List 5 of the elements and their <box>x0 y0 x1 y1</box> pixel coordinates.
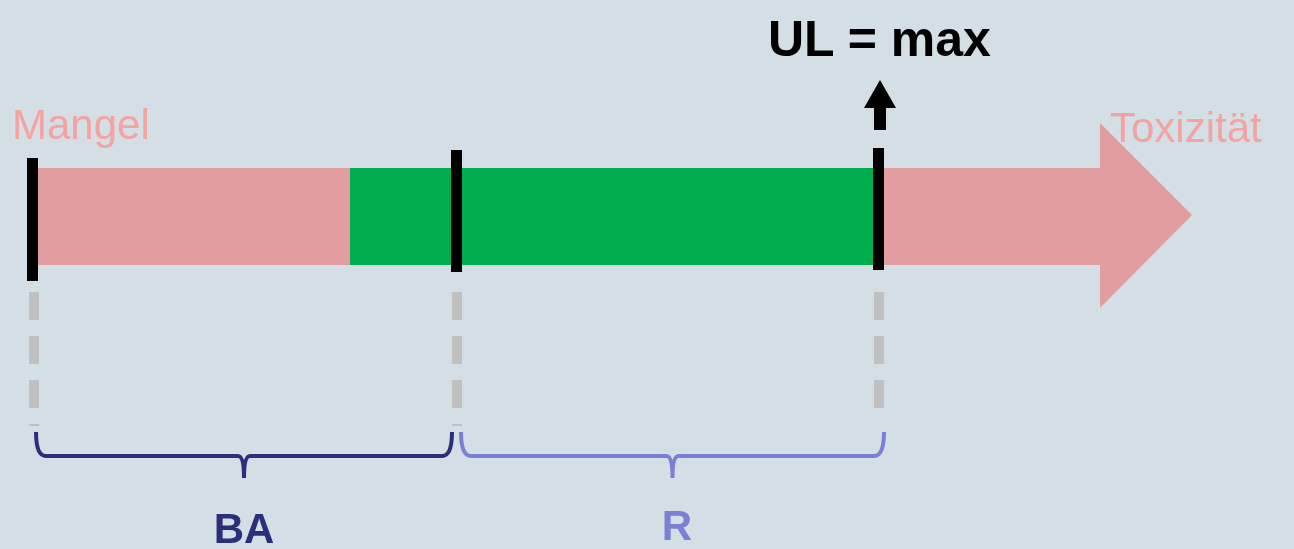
bracket-label: BA <box>213 508 275 549</box>
range-end-label: Toxizität <box>1110 107 1262 149</box>
limit-label: UL = max <box>768 14 991 64</box>
bracket-label: R <box>661 505 693 547</box>
range-end-label: Mangel <box>12 104 150 146</box>
